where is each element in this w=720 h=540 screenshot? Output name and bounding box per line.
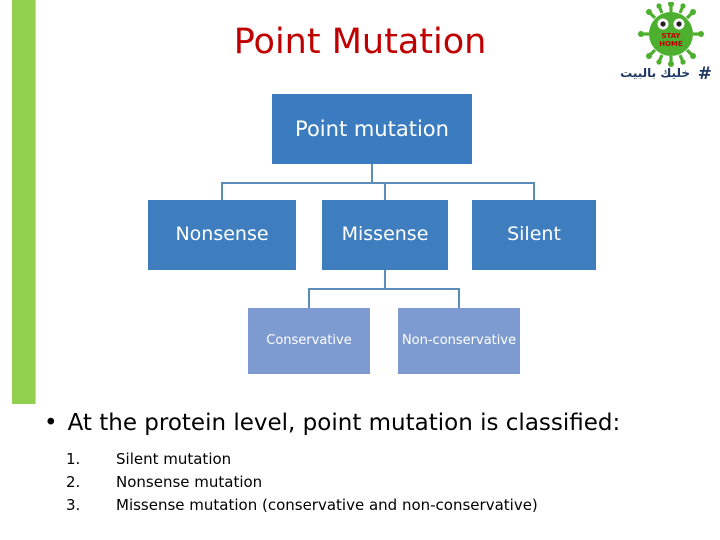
logo-text-line1: STAY xyxy=(661,32,681,40)
list-item-number: 3. xyxy=(66,496,81,514)
diagram-node-silent: Silent xyxy=(472,200,596,270)
list-item-number: 1. xyxy=(66,450,81,468)
list-item: 2. Nonsense mutation xyxy=(66,473,686,491)
bullet-line: • At the protein level, point mutation is… xyxy=(44,410,684,436)
connector-to-conservative xyxy=(308,288,310,308)
connector-to-missense xyxy=(384,182,386,200)
bullet-marker-icon: • xyxy=(44,410,58,436)
list-item-text: Nonsense mutation xyxy=(116,473,263,491)
diagram-node-nonsense: Nonsense xyxy=(148,200,296,270)
list-item: 3. Missense mutation (conservative and n… xyxy=(66,496,686,514)
diagram-node-conservative: Conservative xyxy=(248,308,370,374)
list-item: 1. Silent mutation xyxy=(66,450,686,468)
list-item-text: Silent mutation xyxy=(116,450,232,468)
connector-missense-vertical xyxy=(384,270,386,288)
connector-level3-horizontal xyxy=(308,288,460,290)
connector-to-silent xyxy=(533,182,535,200)
list-item-text: Missense mutation (conservative and non-… xyxy=(116,496,538,514)
connector-to-nonsense xyxy=(221,182,223,200)
hashtag-icon: # xyxy=(697,64,712,84)
diagram-node-missense: Missense xyxy=(322,200,448,270)
numbered-list: 1. Silent mutation 2. Nonsense mutation … xyxy=(66,450,686,519)
point-mutation-diagram: Point mutation Nonsense Missense Silent … xyxy=(0,90,720,390)
logo-text-line2: HOME xyxy=(659,40,683,48)
diagram-node-point-mutation: Point mutation xyxy=(272,94,472,164)
connector-to-nonconservative xyxy=(458,288,460,308)
page-title: Point Mutation xyxy=(233,22,487,62)
left-bar-white-strip xyxy=(0,0,12,404)
connector-root-vertical xyxy=(371,164,373,182)
bullet-text: At the protein level, point mutation is … xyxy=(67,410,621,436)
connector-level2-horizontal xyxy=(221,182,534,184)
coronavirus-stay-home-icon: STAY HOME xyxy=(630,2,712,72)
logo-arabic-caption: خليك بالبيت xyxy=(620,66,690,80)
left-decorative-bar xyxy=(0,0,36,404)
list-item-number: 2. xyxy=(66,473,81,491)
diagram-node-nonconservative: Non-conservative xyxy=(398,308,520,374)
